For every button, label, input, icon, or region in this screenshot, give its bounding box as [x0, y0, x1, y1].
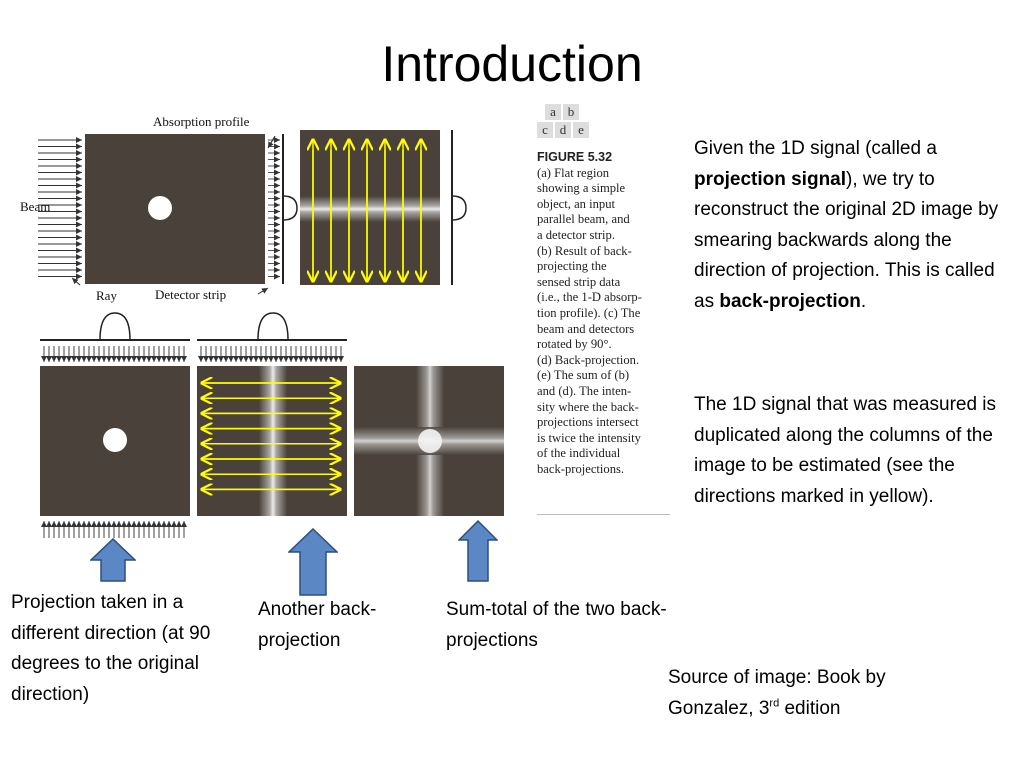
panel-key-c: c: [537, 122, 553, 138]
caption-line: rotated by 90°.: [537, 337, 612, 352]
caption-line: projecting the: [537, 259, 607, 274]
detector-strip-label: Detector strip: [155, 287, 227, 302]
source-suffix: edition: [779, 697, 841, 719]
panel-key-a: a: [545, 104, 561, 120]
blue-arrow-up-icon-1: [90, 538, 136, 582]
caption-line: of the individual: [537, 446, 621, 461]
caption-line: beam and detectors: [537, 321, 635, 336]
caption-line: sensed strip data: [537, 274, 621, 289]
caption-line: sity where the back-: [537, 399, 639, 414]
image-source-note: Source of image: Book by Gonzalez, 3rd e…: [668, 663, 968, 724]
caption-line: is twice the intensity: [537, 430, 641, 445]
source-superscript: rd: [769, 697, 780, 710]
caption-line: tion profile). (c) The: [537, 305, 641, 320]
annotation-projection-direction: Projection taken in a different directio…: [11, 592, 211, 705]
caption-line: (b) Result of back-: [537, 243, 632, 258]
annotation-another-back-projection: Another back-projection: [258, 599, 377, 651]
annotation-sum-total: Sum-total of the two back-projections: [446, 599, 667, 651]
caption-line: (e) The sum of (b): [537, 368, 630, 383]
beam-label: Beam: [20, 199, 51, 214]
absorption-profile-label: Absorption profile: [153, 114, 250, 129]
caption-line: back-projections.: [537, 461, 625, 476]
caption-line: (d) Back-projection.: [537, 352, 640, 367]
caption-line: object, an input: [537, 196, 615, 211]
panel-key-d: d: [555, 122, 571, 138]
caption-line: and (d). The inten-: [537, 383, 632, 398]
caption-line: (a) Flat region: [537, 165, 610, 180]
caption-line: projections intersect: [537, 415, 639, 430]
p1-text-a: Given the 1D signal (called a: [694, 138, 937, 159]
p1-text-b: ), we try to reconstruct the original 2D…: [694, 168, 999, 312]
slide-title: Introduction: [381, 36, 643, 92]
caption-title: FIGURE 5.32: [537, 150, 613, 164]
explanation-paragraph-1: Given the 1D signal (called a projection…: [694, 134, 1014, 317]
panel-d: [197, 312, 347, 516]
caption-divider: [537, 514, 670, 515]
term-projection-signal: projection signal: [694, 168, 847, 190]
explanation-paragraph-2: The 1D signal that was measured is dupli…: [694, 394, 997, 507]
panel-c: [40, 312, 190, 538]
panel-a: [38, 134, 298, 295]
ray-label: Ray: [96, 288, 117, 303]
caption-line: parallel beam, and: [537, 212, 630, 227]
panel-b: [300, 130, 467, 285]
source-text: Source of image: Book by Gonzalez, 3: [668, 667, 886, 719]
figure-graphics: [38, 130, 504, 538]
term-back-projection: back-projection: [719, 290, 861, 312]
blue-arrow-up-icon-2: [288, 528, 338, 596]
caption-line: showing a simple: [537, 181, 626, 196]
panel-e: [354, 366, 504, 516]
panel-key-b: b: [563, 104, 579, 120]
p1-text-end: .: [860, 290, 867, 312]
blue-arrow-up-icon-3: [458, 520, 498, 582]
caption-line: a detector strip.: [537, 227, 615, 242]
panel-key-e: e: [573, 122, 589, 138]
caption-line: (i.e., the 1-D absorp-: [537, 290, 642, 305]
